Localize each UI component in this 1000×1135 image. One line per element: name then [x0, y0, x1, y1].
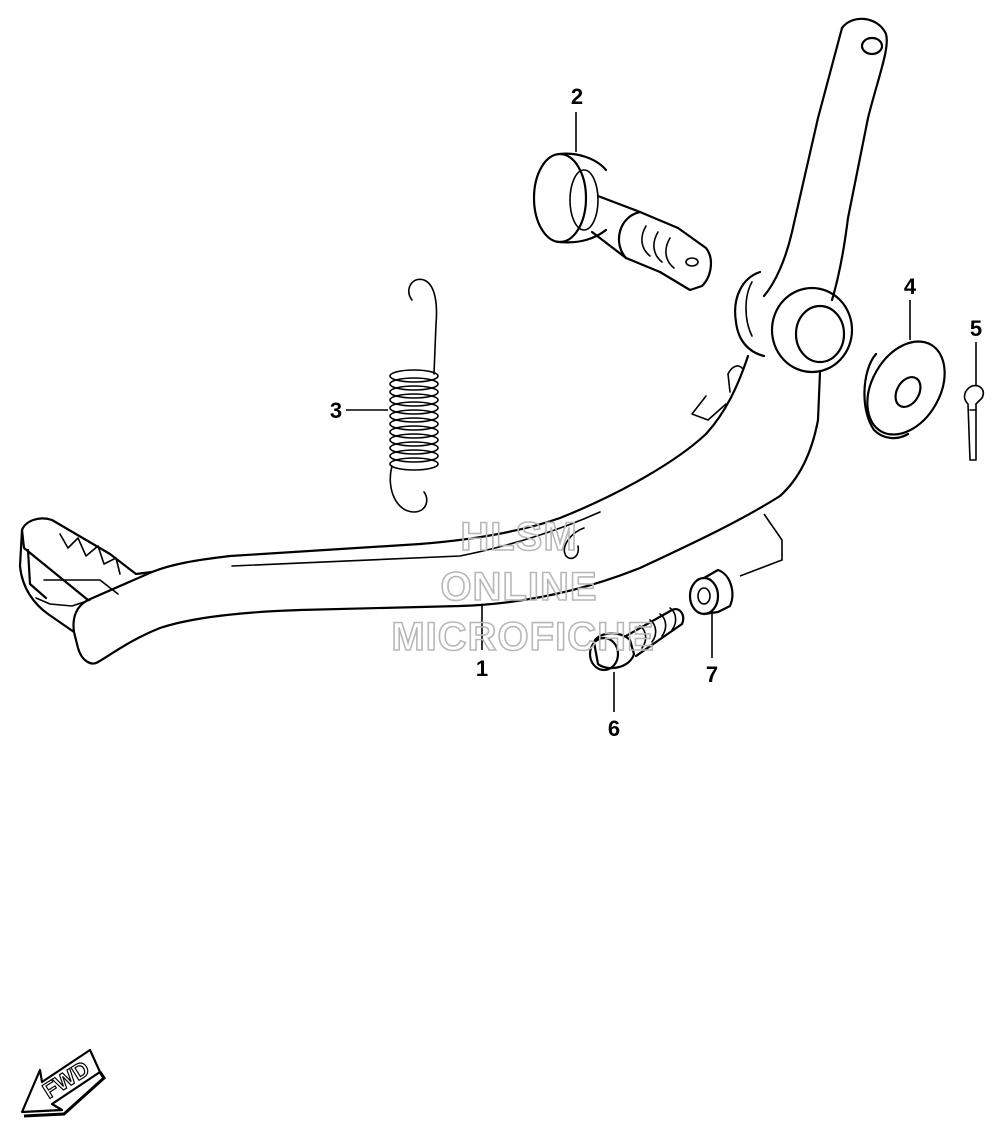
callout-4: 4: [904, 274, 917, 299]
watermark-line-2: ONLINE: [440, 565, 597, 609]
brake-pedal-part: [18, 17, 888, 665]
callout-3: 3: [330, 398, 342, 423]
return-spring-part: [346, 278, 439, 513]
forward-direction-badge: FWD: [20, 1048, 106, 1118]
forward-arrow-icon: [20, 1048, 102, 1114]
watermark-line-1: HLSM: [460, 515, 577, 559]
watermark-line-3: MICROFICHE: [391, 615, 654, 659]
callout-1: 1: [476, 656, 488, 681]
callout-7: 7: [706, 662, 718, 687]
cotter-pin-part: [963, 342, 985, 461]
bolt-part: [588, 607, 685, 712]
spring-coils: [389, 369, 439, 471]
watermark: HLSM ONLINE MICROFICHE: [391, 514, 655, 660]
callout-5: 5: [970, 316, 982, 341]
collar-part: [688, 568, 734, 658]
assembly-bracket: [739, 513, 783, 577]
callout-6: 6: [608, 716, 620, 741]
washer-part: [863, 300, 946, 440]
pivot-shaft-part: [532, 112, 712, 292]
callout-2: 2: [571, 84, 583, 109]
